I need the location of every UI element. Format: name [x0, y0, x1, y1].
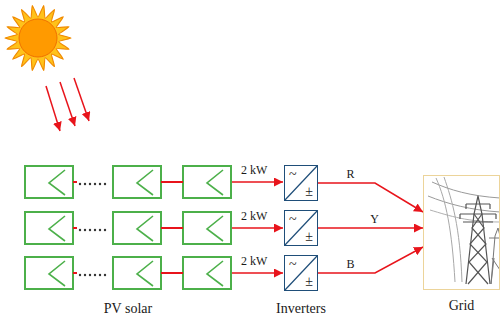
sun-icon — [5, 6, 71, 71]
ac-feed-line — [318, 247, 423, 273]
section-caption: PV solar — [104, 302, 152, 316]
grid-tower — [428, 177, 500, 284]
sun-core — [19, 19, 57, 57]
lattice-tower — [460, 196, 496, 284]
sunlight-arrow — [74, 78, 89, 121]
ac-feed-line — [318, 227, 423, 229]
dc-feed-arrow — [232, 272, 283, 274]
pv-panel — [183, 166, 231, 198]
string-wire — [161, 272, 183, 274]
inverter-symbol: ~ — [289, 167, 297, 182]
inverter-symbol: ± — [305, 274, 313, 289]
phase-label: B — [345, 258, 355, 271]
pv-panel — [25, 212, 73, 244]
string-wire — [73, 181, 77, 183]
continuation-dot — [79, 183, 81, 185]
pv-panel — [113, 166, 161, 198]
pv-panels — [25, 166, 283, 289]
string-wire — [73, 272, 77, 274]
pv-panel — [113, 212, 161, 244]
continuation-dot — [89, 229, 91, 231]
continuation-dot — [79, 229, 81, 231]
continuation-dot — [84, 274, 86, 276]
pv-panel — [25, 257, 73, 289]
continuation-dot — [104, 274, 106, 276]
dc-feed-arrow — [232, 181, 283, 183]
dc-feed-arrow — [232, 227, 283, 229]
grid-box: Grid — [423, 175, 500, 290]
continuation-dot — [99, 229, 101, 231]
lattice-tower — [489, 228, 500, 284]
power-wire — [436, 178, 455, 282]
section-caption: Inverters — [276, 302, 326, 316]
sunlight-arrow — [60, 82, 75, 126]
continuation-dot — [84, 229, 86, 231]
pv-panel — [113, 257, 161, 289]
inverter-symbol: ~ — [289, 257, 297, 272]
pv-panel — [183, 212, 231, 244]
string-wire — [73, 227, 77, 229]
ac-feed-line — [318, 183, 423, 212]
pv-panel — [183, 257, 231, 289]
power-rating: 2 kW — [241, 254, 267, 268]
continuation-dot — [94, 183, 96, 185]
grid-label: Grid — [449, 298, 475, 314]
continuation-dot — [94, 274, 96, 276]
inverter-box: ~± — [284, 165, 318, 201]
power-rating: 2 kW — [241, 163, 267, 177]
continuation-dot — [104, 229, 106, 231]
inverter-symbol: ± — [305, 184, 313, 199]
power-wire — [444, 177, 462, 282]
inverter-symbol: ~ — [289, 212, 297, 227]
continuation-dot — [99, 274, 101, 276]
continuation-dot — [84, 183, 86, 185]
phase-label: R — [345, 168, 355, 181]
inverter-box: ~± — [284, 210, 318, 246]
continuation-dot — [99, 183, 101, 185]
inverter-symbol: ± — [305, 229, 313, 244]
string-wire — [161, 181, 183, 183]
continuation-dot — [79, 274, 81, 276]
inverter-box: ~± — [284, 255, 318, 291]
continuation-dot — [89, 274, 91, 276]
continuation-dot — [94, 229, 96, 231]
pv-panel — [25, 166, 73, 198]
continuation-dot — [104, 183, 106, 185]
power-rating: 2 kW — [241, 209, 267, 223]
sunlight-arrows — [46, 78, 89, 131]
string-wire — [161, 227, 183, 229]
power-wire — [430, 210, 500, 222]
phase-label: Y — [369, 213, 380, 226]
sunlight-arrow — [46, 86, 60, 131]
sun-rays — [5, 6, 71, 71]
continuation-dot — [89, 183, 91, 185]
